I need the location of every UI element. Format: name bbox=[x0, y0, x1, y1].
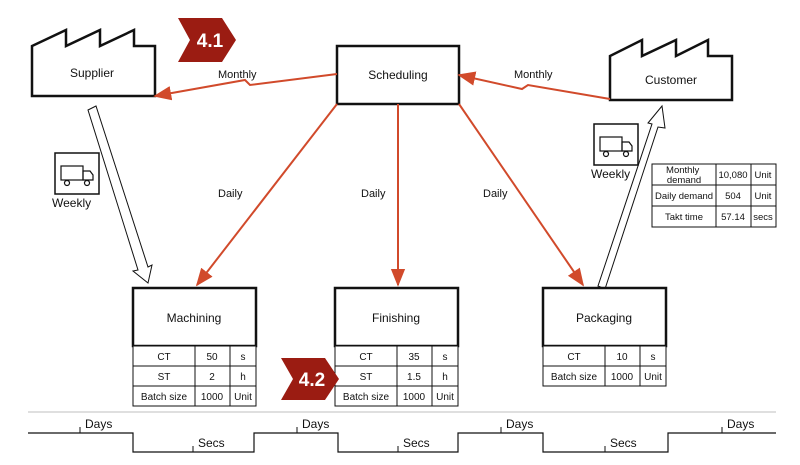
demand-unit-monthly: Unit bbox=[755, 170, 772, 181]
process-row-value: 1000 bbox=[403, 392, 426, 403]
process-row-value: 2 bbox=[209, 372, 215, 383]
weekly-label-in: Weekly bbox=[52, 196, 91, 210]
demand-unit-daily: Unit bbox=[755, 191, 772, 202]
process-row-unit: Unit bbox=[234, 392, 252, 403]
process-row-label: ST bbox=[360, 372, 373, 383]
demand-label-monthly: Monthly demand bbox=[666, 165, 702, 186]
demand-label-daily: Daily demand bbox=[655, 191, 713, 202]
truck-icon-out bbox=[593, 123, 639, 166]
timeline-days-label: Days bbox=[85, 417, 112, 431]
process-row-value: 50 bbox=[206, 352, 218, 363]
timeline-days-label: Days bbox=[506, 417, 533, 431]
process-row-unit: s bbox=[443, 352, 448, 363]
timeline-days-label: Days bbox=[727, 417, 754, 431]
svg-text:4.1: 4.1 bbox=[197, 31, 224, 52]
process-row-unit: Unit bbox=[436, 392, 454, 403]
badge-4-1: 4.1 bbox=[178, 18, 236, 62]
scheduling-label: Scheduling bbox=[368, 68, 427, 82]
svg-text:4.2: 4.2 bbox=[299, 370, 325, 391]
customer-demand-table: Monthly demand 10,080 Unit Daily demand … bbox=[651, 163, 777, 228]
supplier-label: Supplier bbox=[70, 66, 114, 80]
shipment-arrow-in bbox=[87, 105, 153, 284]
daily-arrow-packaging bbox=[458, 103, 585, 287]
timeline-secs-label: Secs bbox=[403, 436, 430, 450]
process-row-value: 35 bbox=[408, 352, 420, 363]
demand-value-daily: 504 bbox=[725, 191, 741, 202]
scheduling-box: Scheduling bbox=[335, 44, 461, 106]
process-row-label: CT bbox=[157, 352, 170, 363]
daily-label-2: Daily bbox=[361, 188, 386, 200]
demand-label-takt: Takt time bbox=[665, 212, 703, 223]
process-row-unit: s bbox=[241, 352, 246, 363]
process-row-label: Batch size bbox=[141, 392, 188, 403]
customer-factory: Customer bbox=[608, 37, 734, 102]
timeline-days-label: Days bbox=[302, 417, 329, 431]
demand-unit-takt: secs bbox=[753, 212, 773, 223]
process-row-value: 10 bbox=[616, 352, 628, 363]
timeline-secs-label: Secs bbox=[610, 436, 637, 450]
process-row-label: CT bbox=[359, 352, 372, 363]
process-machining: Machining CT 50 s ST 2 h Batch size 1000… bbox=[131, 286, 258, 407]
timeline: Days Days Days Days Secs Secs Secs bbox=[28, 411, 776, 453]
process-row-label: ST bbox=[158, 372, 171, 383]
process-row-unit: Unit bbox=[644, 372, 662, 383]
process-packaging: Packaging CT 10 s Batch size 1000 Unit bbox=[541, 286, 668, 387]
timeline-secs-label: Secs bbox=[198, 436, 225, 450]
monthly-arrow-to-supplier bbox=[153, 73, 338, 101]
process-row-unit: h bbox=[240, 372, 246, 383]
supplier-factory: Supplier bbox=[30, 28, 157, 98]
process-row-value: 1.5 bbox=[407, 372, 421, 383]
daily-label-1: Daily bbox=[218, 188, 243, 200]
monthly-arrow-from-customer bbox=[457, 71, 611, 100]
process-row-value: 1000 bbox=[201, 392, 224, 403]
customer-label: Customer bbox=[645, 73, 697, 87]
process-row-value: 1000 bbox=[611, 372, 634, 383]
process-finishing: Finishing CT 35 s ST 1.5 h Batch size 10… bbox=[333, 286, 460, 407]
process-row-unit: s bbox=[651, 352, 656, 363]
process-row-label: CT bbox=[567, 352, 580, 363]
process-name: Packaging bbox=[576, 311, 632, 325]
process-row-unit: h bbox=[442, 372, 448, 383]
process-row-label: Batch size bbox=[343, 392, 390, 403]
process-row-label: Batch size bbox=[551, 372, 598, 383]
weekly-label-out: Weekly bbox=[591, 167, 630, 181]
monthly-label-left: Monthly bbox=[218, 69, 257, 81]
daily-arrow-machining bbox=[195, 103, 338, 287]
truck-icon-in bbox=[54, 152, 100, 195]
monthly-label-right: Monthly bbox=[514, 69, 553, 81]
daily-label-3: Daily bbox=[483, 188, 508, 200]
process-name: Finishing bbox=[372, 311, 420, 325]
badge-4-2: 4.2 bbox=[281, 358, 339, 400]
demand-value-monthly: 10,080 bbox=[718, 170, 747, 181]
shipment-arrow-out bbox=[597, 104, 666, 290]
demand-value-takt: 57.14 bbox=[721, 212, 745, 223]
process-name: Machining bbox=[167, 311, 222, 325]
